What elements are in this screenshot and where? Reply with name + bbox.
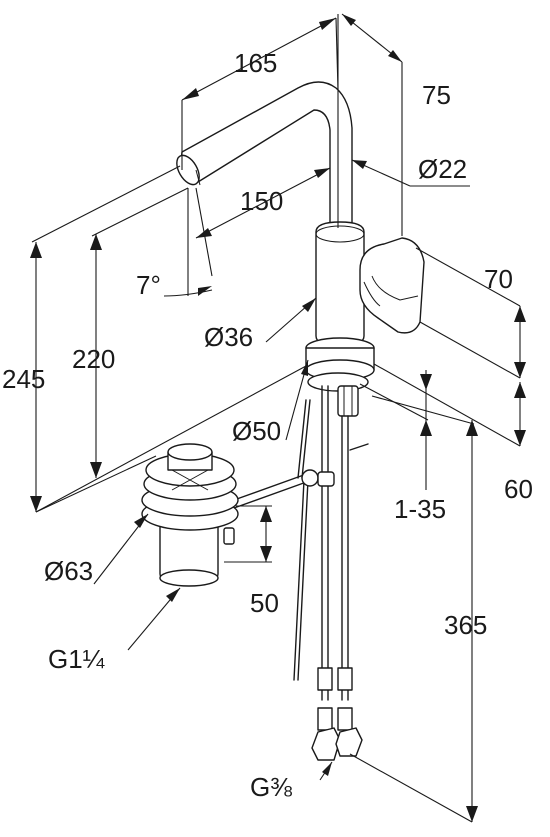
dim-waste-diameter: Ø63 bbox=[44, 556, 93, 586]
dim-spout-angle: 7° bbox=[136, 270, 161, 300]
lever-handle bbox=[359, 237, 425, 334]
dim-depth: 75 bbox=[422, 80, 451, 110]
faucet bbox=[176, 81, 425, 417]
dim-outlet-height: 220 bbox=[72, 344, 115, 374]
faucet-body bbox=[315, 221, 365, 347]
dim-waste-height: 50 bbox=[250, 588, 279, 618]
dim-spout-diameter: Ø22 bbox=[418, 154, 467, 184]
dim-connection-thread: G⅜ bbox=[250, 772, 292, 802]
dim-hose-length: 365 bbox=[444, 610, 487, 640]
supply-hoses bbox=[293, 385, 369, 761]
connection-nut bbox=[311, 727, 341, 761]
dim-handle-offset: 60 bbox=[504, 474, 533, 504]
pop-up-waste bbox=[141, 443, 335, 587]
dimension-lines bbox=[30, 13, 526, 823]
dim-waste-thread: G1¼ bbox=[48, 644, 105, 674]
dimension-labels: 165 75 Ø22 150 7° 245 220 Ø36 70 Ø50 60 … bbox=[2, 48, 533, 802]
dim-spout-height-offset: 150 bbox=[240, 186, 283, 216]
dim-base-diameter: Ø50 bbox=[232, 416, 281, 446]
dim-deck-thickness: 1-35 bbox=[394, 494, 446, 524]
dim-spout-reach: 165 bbox=[234, 48, 277, 78]
dim-handle-height: 70 bbox=[484, 264, 513, 294]
dim-overall-height: 245 bbox=[2, 364, 45, 394]
dim-body-diameter: Ø36 bbox=[204, 322, 253, 352]
